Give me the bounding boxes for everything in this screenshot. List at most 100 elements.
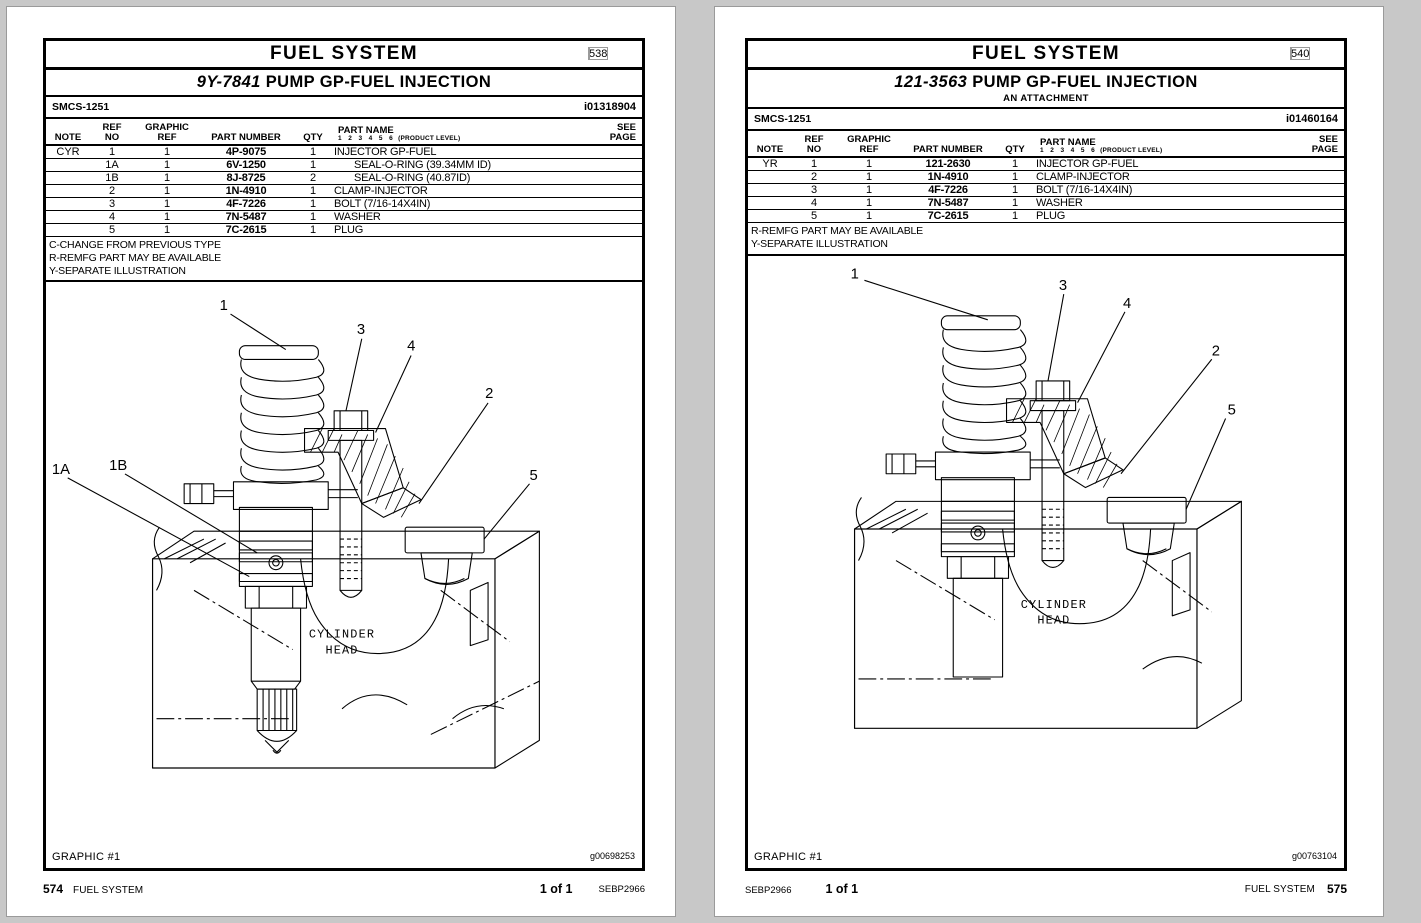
illustration-pane[interactable]: 1 3 4 2 5 CYLINDER HEAD GRAPHIC #1 g0076… <box>748 263 1344 868</box>
graphic-ref-cell: 1 <box>865 197 873 209</box>
part-number-cell: 7C-2615 <box>225 224 267 236</box>
callout-1b: 1B <box>109 458 127 474</box>
callout-5: 5 <box>530 468 538 484</box>
system-title: FUEL SYSTEM <box>971 43 1121 64</box>
col-note: NOTE <box>748 131 792 158</box>
footer-page-number: 574 <box>43 882 64 896</box>
note-cell <box>748 210 792 223</box>
part-name-cell: WASHER <box>334 211 381 223</box>
cylinder-head-label-line1: CYLINDER <box>309 628 375 642</box>
content-frame: FUEL SYSTEM 121-3563 PUMP GP-FUEL INJECT… <box>745 38 1347 871</box>
callout-4: 4 <box>407 339 415 355</box>
part-number-cell: 8J-8725 <box>226 172 266 184</box>
part-name-cell: PLUG <box>1036 210 1066 222</box>
part-group-band: 121-3563 PUMP GP-FUEL INJECTION AN ATTAC… <box>748 70 1344 109</box>
page-left[interactable]: FUEL SYSTEM 9Y-7841 PUMP GP-FUEL INJECTI… <box>6 6 676 917</box>
graphic-ref-cell: 1 <box>865 210 873 222</box>
part-number-cell: 7C-2615 <box>927 210 969 222</box>
legend-note-line: R-REMFG PART MAY BE AVAILABLE <box>751 225 923 237</box>
see-page-cell: 538 <box>588 47 609 60</box>
graphic-ref-cell: 1 <box>163 185 171 197</box>
page-footer: 574 FUEL SYSTEM 1 of 1 SEBP2966 <box>43 879 645 899</box>
graphic-ref-cell: 1 <box>163 172 171 184</box>
col-part-number: PART NUMBER <box>902 131 994 158</box>
callout-5: 5 <box>1228 403 1236 419</box>
col-note: NOTE <box>46 119 90 146</box>
col-ref-no: REF NO <box>90 119 134 146</box>
part-name-cell: SEAL-O-RING (39.34MM ID) <box>354 159 492 171</box>
part-group-number: 9Y-7841 <box>196 73 261 91</box>
see-page-cell: 540 <box>1290 47 1311 60</box>
qty-cell: 1 <box>309 198 317 210</box>
col-part-name: PART NAME 1 2 3 4 5 6(PRODUCT LEVEL) <box>334 119 588 146</box>
note-cell <box>46 224 90 237</box>
note-cell <box>46 185 90 198</box>
note-cell <box>46 159 90 172</box>
note-cell <box>46 211 90 224</box>
graphic-ref-cell: 1 <box>865 158 873 170</box>
legend-note-line: C-CHANGE FROM PREVIOUS TYPE <box>49 239 221 251</box>
ref-no-cell: 2 <box>810 171 818 183</box>
part-group-name: PUMP GP-FUEL INJECTION <box>972 73 1198 91</box>
part-name-cell: CLAMP-INJECTOR <box>1036 171 1130 183</box>
callout-3: 3 <box>1059 278 1067 294</box>
ref-no-cell: 5 <box>810 210 818 222</box>
qty-cell: 1 <box>1011 184 1019 196</box>
see-page-cell <box>588 47 590 60</box>
graphic-label: GRAPHIC #1 <box>754 851 823 863</box>
page-right[interactable]: FUEL SYSTEM 121-3563 PUMP GP-FUEL INJECT… <box>714 6 1384 917</box>
part-name-cell: CLAMP-INJECTOR <box>334 185 428 197</box>
ref-no-cell: 4 <box>108 211 116 223</box>
note-cell: YR <box>762 158 778 170</box>
table-header-row: NOTE REF NO GRAPHIC REF PART NUMBER <box>46 119 642 146</box>
callout-3: 3 <box>357 322 365 338</box>
note-cell: CYR <box>56 146 80 158</box>
part-group-name: PUMP GP-FUEL INJECTION <box>265 73 492 91</box>
note-cell <box>46 198 90 211</box>
col-qty: QTY <box>292 119 334 146</box>
ref-no-cell: 4 <box>810 197 818 209</box>
illustration-pane[interactable]: 1 3 4 2 5 1A 1B CYLINDER HEAD <box>46 293 642 868</box>
cylinder-head-label-line2: HEAD <box>325 644 358 658</box>
graphic-ref-cell: 1 <box>865 184 873 196</box>
part-number-cell: 1N-4910 <box>927 171 969 183</box>
document-id: i01460164 <box>1286 113 1338 125</box>
qty-cell: 1 <box>1011 158 1019 170</box>
footer-section: FUEL SYSTEM <box>73 885 144 896</box>
part-name-cell: BOLT (7/16-14X4IN) <box>334 198 431 210</box>
part-number-cell: 7N-5487 <box>225 211 267 223</box>
qty-cell: 1 <box>1011 171 1019 183</box>
footer-sheet: 1 of 1 <box>539 882 573 896</box>
part-name-cell: PLUG <box>334 224 364 236</box>
col-ref-no: REF NO <box>792 131 836 158</box>
part-number-cell: 4F-7226 <box>226 198 266 210</box>
col-see-page: SEE PAGE <box>1290 131 1344 158</box>
qty-cell: 1 <box>1011 197 1019 209</box>
part-number-cell: 7N-5487 <box>927 197 969 209</box>
qty-cell: 1 <box>309 146 317 158</box>
parts-table: NOTE REF NO GRAPHIC REF PART NUMBER <box>46 47 642 237</box>
page-footer: SEBP2966 1 of 1 FUEL SYSTEM 575 <box>745 879 1347 899</box>
callout-4: 4 <box>1123 296 1131 312</box>
part-number-cell: 121-2630 <box>925 158 971 170</box>
content-frame: FUEL SYSTEM 9Y-7841 PUMP GP-FUEL INJECTI… <box>43 38 645 871</box>
smcs-band: SMCS-1251 i01318904 <box>46 97 642 119</box>
col-graphic-ref: GRAPHIC REF <box>134 119 200 146</box>
footer-section: FUEL SYSTEM <box>1244 883 1315 895</box>
note-cell <box>748 171 792 184</box>
graphic-ref-cell: 1 <box>163 198 171 210</box>
